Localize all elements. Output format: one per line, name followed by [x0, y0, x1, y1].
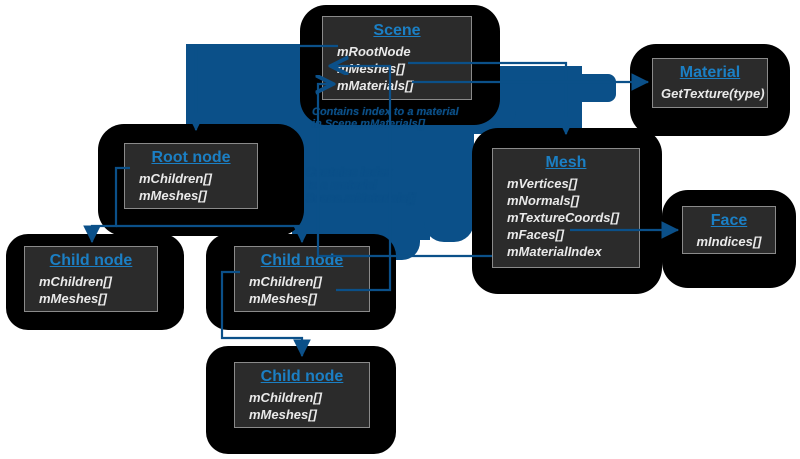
node-face-fields: mIndices[] — [691, 233, 767, 250]
field-mTextureCoords: mTextureCoords[] — [507, 210, 620, 225]
node-material-title: Material — [679, 64, 741, 81]
note-line-1: Contains index to a material — [312, 106, 459, 118]
node-material-fields: GetTexture(type) — [661, 85, 765, 102]
node-material[interactable]: Material GetTexture(type) — [652, 58, 768, 108]
field-mMeshes: mMeshes[] — [249, 407, 317, 422]
node-face[interactable]: Face mIndices[] — [682, 206, 776, 254]
node-root-node-title: Root node — [151, 149, 231, 166]
node-face-title: Face — [710, 212, 748, 229]
node-child-node-left-title: Child node — [49, 252, 133, 269]
node-child-node-left[interactable]: Child node mChildren[] mMeshes[] — [24, 246, 158, 312]
ghost-note-line-3: Scene.mMaterials[] — [306, 191, 416, 205]
background-shape-top-left-round — [186, 44, 246, 104]
node-child-node-middle-fields: mChildren[] mMeshes[] — [243, 273, 361, 307]
field-mRootNode: mRootNode — [337, 44, 411, 59]
field-mFaces: mFaces[] — [507, 227, 565, 242]
field-mChildren: mChildren[] — [139, 171, 212, 186]
background-shape-right-column — [424, 120, 474, 242]
field-mMeshes: mMeshes[] — [249, 291, 317, 306]
background-shape-top-right-tab — [582, 74, 616, 102]
field-mChildren: mChildren[] — [39, 274, 112, 289]
node-mesh-title: Mesh — [545, 154, 587, 171]
node-child-node-bottom-fields: mChildren[] mMeshes[] — [243, 389, 361, 423]
field-GetTexture: GetTexture(type) — [661, 86, 765, 101]
note-material-index: Contains index to a material in Scene.mM… — [312, 106, 459, 130]
node-scene[interactable]: Scene mRootNode mMeshes[] mMaterials[] — [322, 16, 472, 100]
field-mMeshes: mMeshes[] — [337, 61, 405, 76]
node-child-node-bottom-title: Child node — [260, 368, 344, 385]
field-mChildren: mChildren[] — [249, 390, 322, 405]
node-mesh[interactable]: Mesh mVertices[] mNormals[] mTextureCoor… — [492, 148, 640, 268]
node-child-node-left-fields: mChildren[] mMeshes[] — [33, 273, 149, 307]
node-child-node-middle[interactable]: Child node mChildren[] mMeshes[] — [234, 246, 370, 312]
field-mChildren: mChildren[] — [249, 274, 322, 289]
node-mesh-fields: mVertices[] mNormals[] mTextureCoords[] … — [501, 175, 631, 260]
node-child-node-middle-title: Child node — [260, 252, 344, 269]
field-mMeshes: mMeshes[] — [39, 291, 107, 306]
field-mMeshes: mMeshes[] — [139, 188, 207, 203]
field-mMaterials: mMaterials[] — [337, 78, 414, 93]
node-root-node-fields: mChildren[] mMeshes[] — [133, 170, 249, 204]
field-mIndices: mIndices[] — [696, 234, 762, 249]
node-scene-title: Scene — [373, 22, 421, 39]
field-mVertices: mVertices[] — [507, 176, 578, 191]
note-line-2: in Scene.mMaterials[] — [312, 118, 426, 130]
field-mNormals: mNormals[] — [507, 193, 580, 208]
node-scene-fields: mRootNode mMeshes[] mMaterials[] — [331, 43, 463, 94]
node-child-node-bottom[interactable]: Child node mChildren[] mMeshes[] — [234, 362, 370, 428]
ghost-note-material-index: Contains index to a material Scene.mMate… — [306, 166, 415, 205]
node-root-node[interactable]: Root node mChildren[] mMeshes[] — [124, 143, 258, 209]
field-mMaterialIndex: mMaterialIndex — [507, 244, 602, 259]
